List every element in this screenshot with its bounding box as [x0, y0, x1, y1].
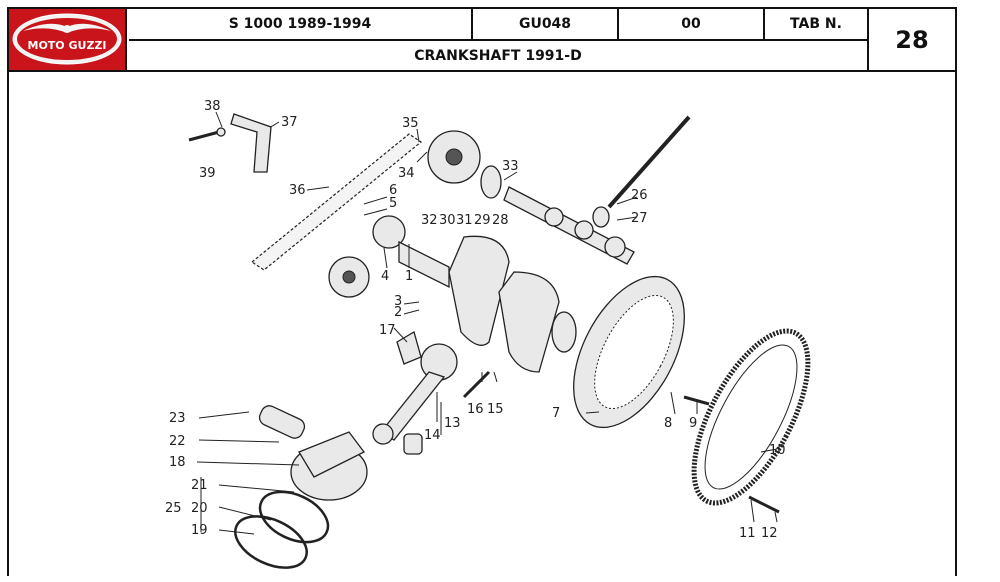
callout-36: 36 — [289, 183, 306, 198]
callout-9: 9 — [689, 416, 697, 431]
callout-37: 37 — [281, 115, 298, 130]
callout-39: 39 — [199, 166, 216, 181]
callout-11: 11 — [739, 526, 756, 541]
callout-19: 19 — [191, 523, 208, 538]
crank-sprocket — [372, 215, 406, 249]
ring-gear — [691, 328, 811, 506]
callout-1: 1 — [405, 269, 413, 284]
piston-ring — [258, 490, 330, 544]
callout-18: 18 — [169, 455, 186, 470]
small-end-bush — [403, 433, 423, 455]
callout-27: 27 — [631, 211, 648, 226]
moto-guzzi-logo-icon: MOTO GUZZI — [12, 13, 122, 65]
tab-label-cell: TAB N. — [790, 16, 842, 32]
callout-21: 21 — [191, 478, 208, 493]
callout-38: 38 — [204, 99, 221, 114]
piston-pin — [258, 405, 306, 439]
divider — [471, 9, 473, 39]
piston-ring — [234, 515, 308, 569]
model-cell: S 1000 1989-1994 — [228, 16, 372, 32]
rod-bearing — [396, 331, 422, 365]
revision-cell: 00 — [681, 16, 701, 32]
callout-16: 16 — [467, 402, 484, 417]
callout-13: 13 — [444, 416, 461, 431]
connecting-rod — [380, 371, 446, 441]
callout-8: 8 — [664, 416, 672, 431]
divider — [617, 9, 619, 39]
header-table: MOTO GUZZI S 1000 1989-1994 GU048 00 TAB… — [9, 9, 955, 72]
callout-26: 26 — [631, 188, 648, 203]
callout-25: 25 — [165, 501, 182, 516]
callout-33: 33 — [502, 159, 519, 174]
tappet — [592, 206, 610, 228]
crankshaft-exploded-view: 1 2 3 4 5 6 7 8 9 10 11 12 13 14 15 16 1… — [165, 99, 811, 569]
callout-7: 7 — [552, 406, 560, 421]
callout-15: 15 — [487, 402, 504, 417]
crankshaft-web — [448, 235, 510, 346]
callout-20: 20 — [191, 501, 208, 516]
code-cell: GU048 — [518, 16, 572, 32]
cam-flange — [480, 165, 502, 199]
callout-28: 28 — [492, 213, 509, 228]
callout-30: 30 — [439, 213, 456, 228]
callout-6: 6 — [389, 183, 397, 198]
callout-23: 23 — [169, 411, 186, 426]
divider — [763, 9, 765, 39]
callout-14: 14 — [424, 428, 441, 443]
callout-32: 32 — [421, 213, 438, 228]
callout-4: 4 — [381, 269, 389, 284]
callout-3: 3 — [394, 294, 402, 309]
tab-number-cell: 28 — [895, 25, 929, 54]
chain-tensioner-bracket — [230, 113, 272, 173]
header-row-divider — [129, 39, 867, 41]
callout-35: 35 — [402, 116, 419, 131]
sheet-title: CRANKSHAFT 1991-D — [414, 47, 582, 64]
callout-5: 5 — [389, 196, 397, 211]
parts-sheet: MOTO GUZZI S 1000 1989-1994 GU048 00 TAB… — [7, 7, 957, 576]
callout-22: 22 — [169, 434, 186, 449]
callout-34: 34 — [398, 166, 415, 181]
callout-12: 12 — [761, 526, 778, 541]
callout-10: 10 — [769, 443, 786, 458]
timing-chain — [250, 133, 423, 271]
callout-31: 31 — [456, 213, 473, 228]
logo-text: MOTO GUZZI — [28, 39, 107, 52]
callout-29: 29 — [474, 213, 491, 228]
exploded-diagram: 1 2 3 4 5 6 7 8 9 10 11 12 13 14 15 16 1… — [9, 72, 955, 578]
divider — [867, 9, 869, 70]
brand-logo: MOTO GUZZI — [9, 9, 127, 70]
callout-17: 17 — [379, 323, 396, 338]
callout-2: 2 — [394, 305, 402, 320]
